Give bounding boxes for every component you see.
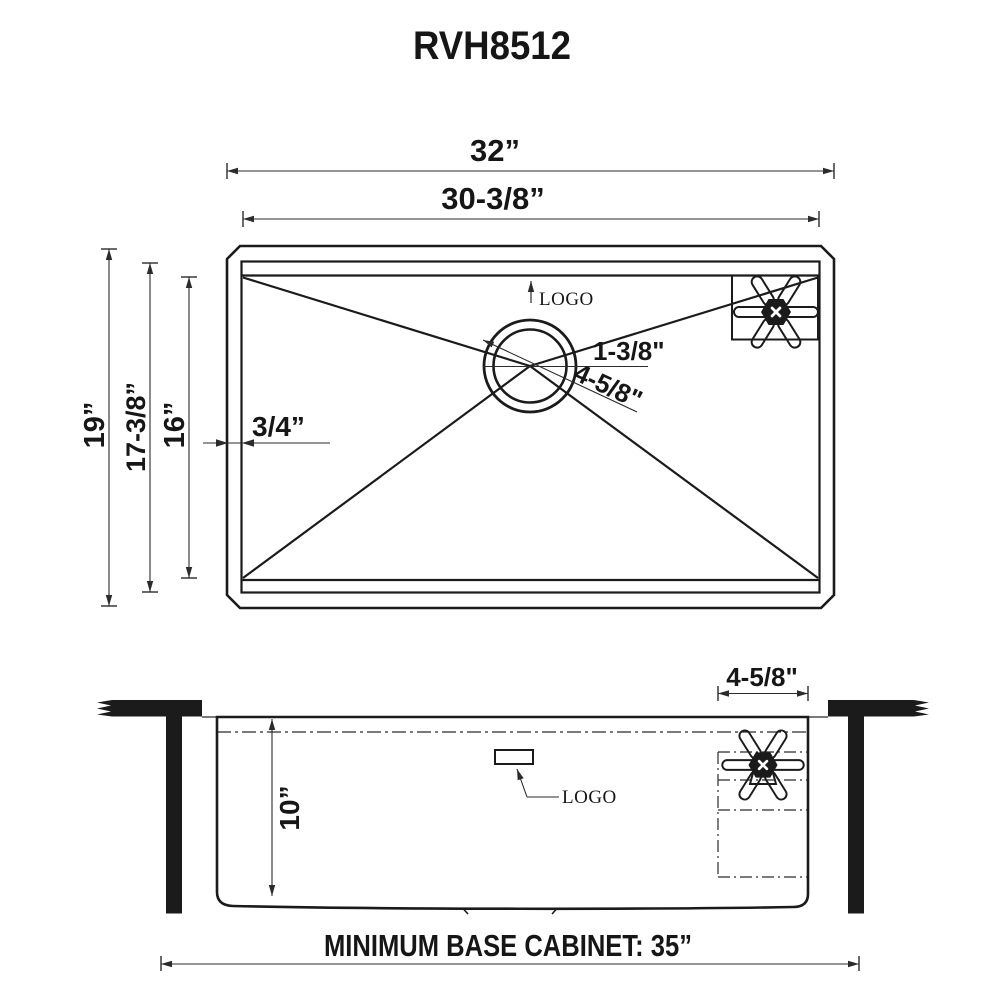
- faucet-cap-icon: [733, 273, 819, 351]
- faucet-cap-side-icon: [721, 727, 805, 803]
- base-cabinet-note: MINIMUM BASE CABINET: 35”: [324, 928, 692, 963]
- sink-body-profile: [215, 715, 810, 911]
- dim-overall-width: [226, 163, 835, 179]
- dim-rim-depth-label: 17-3/8”: [121, 382, 151, 472]
- faucet-deck-box: [731, 274, 819, 341]
- countertop-left: [97, 700, 202, 717]
- drain-boss-ticks: [462, 907, 558, 915]
- dim-overall-depth-label: 19”: [79, 402, 111, 449]
- rim-lip-arrow-right: [242, 439, 254, 447]
- logo-label-top: LOGO: [539, 289, 594, 310]
- countertop-right: [828, 700, 929, 717]
- dim-faucet-deck: [717, 686, 809, 701]
- side-view: 4-5/8" 10” LOGO MINIMUM BASE CABINET: 35…: [97, 662, 929, 971]
- dim-bowl-depth: [181, 276, 197, 579]
- faucet-chamber-hidden-lines: [717, 751, 808, 878]
- dim-bowl-width-label: 30-3/8”: [441, 181, 544, 216]
- drain-dim-small-label: 1-3/8": [593, 336, 665, 366]
- dim-faucet-deck-label: 4-5/8": [726, 662, 798, 692]
- dim-rim-depth: [142, 262, 158, 593]
- sink-outer-edge: [225, 244, 836, 610]
- logo-leader-diagonal: [516, 768, 528, 798]
- dim-bowl-depth-label: 16”: [159, 402, 191, 449]
- rim-lip-arrow-left: [216, 439, 228, 447]
- dim-base-cabinet: [160, 956, 860, 971]
- top-view: 1-3/8" 4-5/8" LOGO 3/4” 32” 30-3/8”: [79, 133, 836, 610]
- logo-label-side: LOGO: [562, 787, 617, 808]
- dim-overall-depth: [101, 248, 117, 607]
- dim-bowl-width: [242, 211, 820, 227]
- rim-lip-label: 3/4”: [252, 411, 305, 442]
- cabinet-side-right: [848, 716, 864, 914]
- sink-rim-edge: [240, 260, 821, 594]
- cabinet-side-left: [166, 716, 182, 914]
- dim-bowl-height-label: 10”: [274, 785, 305, 830]
- drain-leader-diagonal: [482, 339, 638, 413]
- dim-overall-width-label: 32”: [470, 133, 520, 168]
- page-title: RVH8512: [413, 24, 571, 68]
- logo-plate: [494, 749, 534, 765]
